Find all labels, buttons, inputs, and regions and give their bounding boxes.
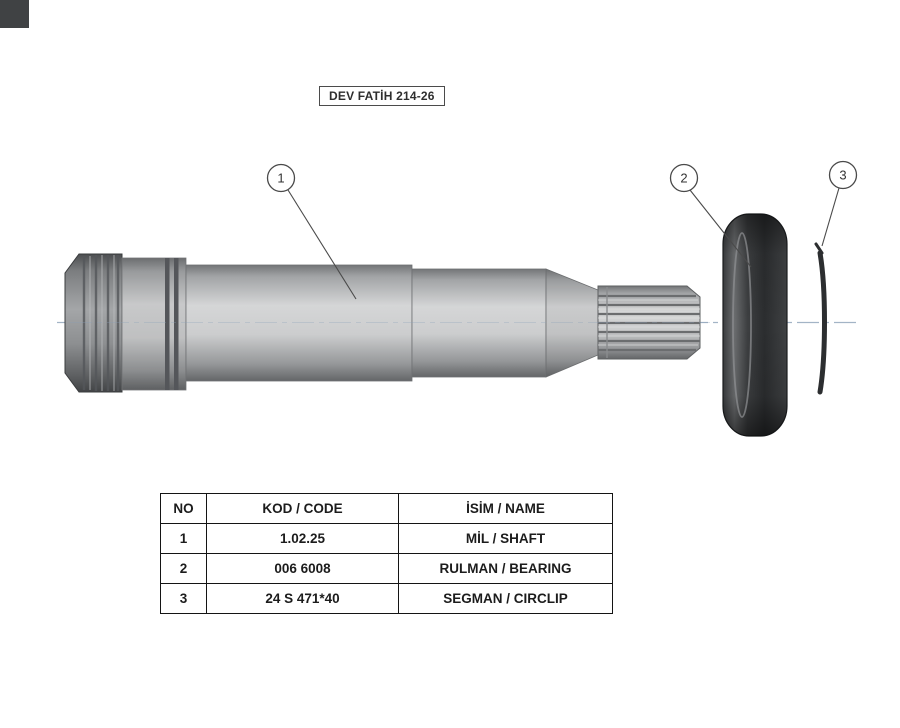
table-header-row: NO KOD / CODE İSİM / NAME [160,493,613,524]
shaft-body-main [185,264,413,382]
cell-name: MİL / SHAFT [398,523,613,554]
balloon-2-leader [689,189,752,268]
cell-no: 1 [160,523,207,554]
cell-no: 2 [160,553,207,584]
spline-teeth-light [598,299,700,346]
balloon-1: 1 [266,163,357,300]
parts-table: NO KOD / CODE İSİM / NAME 1 1.02.25 MİL … [160,493,613,614]
bearing-shading [723,214,787,436]
table-row: 2 006 6008 RULMAN / BEARING [160,553,613,584]
balloon-3: 3 [821,160,858,247]
balloon-1-circle [266,163,296,193]
assembly-drawing: 1 2 3 [57,160,861,437]
cell-code: 24 S 471*40 [206,583,399,614]
cell-code: 006 6008 [206,553,399,584]
shaft-body-step [411,268,547,378]
cell-name: RULMAN / BEARING [398,553,613,584]
taper-shade [546,269,598,377]
header-no: NO [160,493,207,524]
corner-artifact [0,0,29,28]
header-name: İSİM / NAME [398,493,613,524]
bearing-bore-edge [732,232,752,418]
circlip-body [817,250,827,395]
cell-code: 1.02.25 [206,523,399,554]
balloon-2-circle [669,163,699,193]
table-row: 3 24 S 471*40 SEGMAN / CIRCLIP [160,583,613,614]
cell-no: 3 [160,583,207,614]
balloon-1-number: 1 [277,171,284,186]
bearing-part [722,213,788,437]
table-row: 1 1.02.25 MİL / SHAFT [160,523,613,554]
shaft-part [64,253,701,393]
spline-teeth-dark [598,294,700,352]
collar-spline-highlights [89,255,115,391]
header-code: KOD / CODE [206,493,399,524]
collar-spline-grooves [82,255,120,391]
circlip-lug [814,242,824,255]
drawing-title: DEV FATİH 214-26 [319,86,445,106]
balloon-2-number: 2 [680,171,687,186]
snapring-groove-2 [174,258,179,390]
balloon-3-leader [821,187,840,247]
circlip-part [814,242,827,395]
cell-name: SEGMAN / CIRCLIP [398,583,613,614]
balloon-2: 2 [669,163,752,268]
balloon-1-leader [287,189,357,300]
balloon-3-circle [828,160,858,190]
snapring-groove-1 [165,258,170,390]
balloon-3-number: 3 [839,168,846,183]
